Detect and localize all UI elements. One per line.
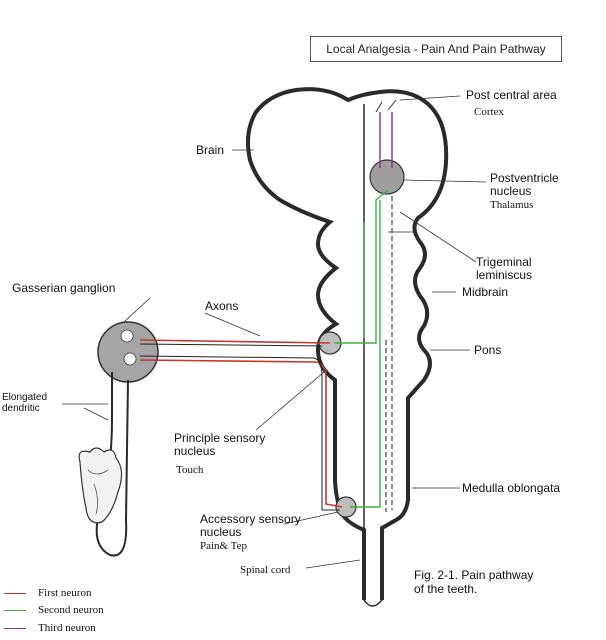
legend-swatch-second-neuron bbox=[4, 609, 26, 611]
label-spinal-cord: Spinal cord bbox=[240, 564, 291, 576]
spinal-cord-tip bbox=[363, 599, 383, 607]
label-medulla-oblongata: Medulla oblongata bbox=[462, 481, 561, 495]
legend-item-third-neuron: Third neuron bbox=[4, 621, 96, 635]
first-neuron-path-pons bbox=[139, 339, 331, 344]
label-midbrain: Midbrain bbox=[462, 285, 509, 299]
label-pain-tep: Pain& Tep bbox=[200, 540, 247, 552]
label-brain: Brain bbox=[196, 143, 225, 157]
second-neuron-path bbox=[334, 189, 389, 344]
brain-outline bbox=[246, 87, 449, 600]
legend-label-first-neuron: First neuron bbox=[38, 587, 92, 599]
label-principle-sensory-nucleus: Principle sensory nucleus bbox=[174, 431, 266, 458]
page-header-title: Local Analgesia - Pain And Pain Pathway bbox=[310, 36, 562, 62]
label-cortex: Cortex bbox=[474, 106, 504, 118]
thalamus-nucleus bbox=[369, 159, 405, 195]
label-axons: Axons bbox=[205, 299, 239, 313]
label-gasserian-ganglion: Gasserian ganglion bbox=[12, 281, 116, 295]
tooth-illustration bbox=[78, 447, 123, 524]
legend-swatch-first-neuron bbox=[4, 592, 26, 594]
legend-item-first-neuron: First neuron bbox=[4, 586, 91, 600]
label-thalamus: Thalamus bbox=[490, 199, 534, 211]
label-touch: Touch bbox=[176, 464, 204, 476]
first-neuron-path-medulla bbox=[139, 359, 343, 508]
label-postventricle-nucleus: Postventricle nucleus bbox=[490, 171, 559, 198]
legend-label-second-neuron: Second neuron bbox=[38, 604, 104, 616]
legend-swatch-third-neuron bbox=[4, 627, 26, 629]
label-trigeminal-lemniscus: Trigeminal leminiscus bbox=[476, 255, 533, 282]
label-post-central-area: Post central area bbox=[466, 88, 557, 102]
label-pons: Pons bbox=[474, 343, 502, 357]
legend-label-third-neuron: Third neuron bbox=[38, 622, 96, 634]
label-accessory-sensory-nucleus: Accessory sensory nucleus bbox=[200, 512, 301, 539]
legend-item-second-neuron: Second neuron bbox=[4, 603, 104, 617]
label-elongated-dendritic: Elongated dendritic bbox=[2, 392, 48, 414]
figure-caption: Fig. 2-1. Pain pathway of the teeth. bbox=[414, 568, 534, 596]
